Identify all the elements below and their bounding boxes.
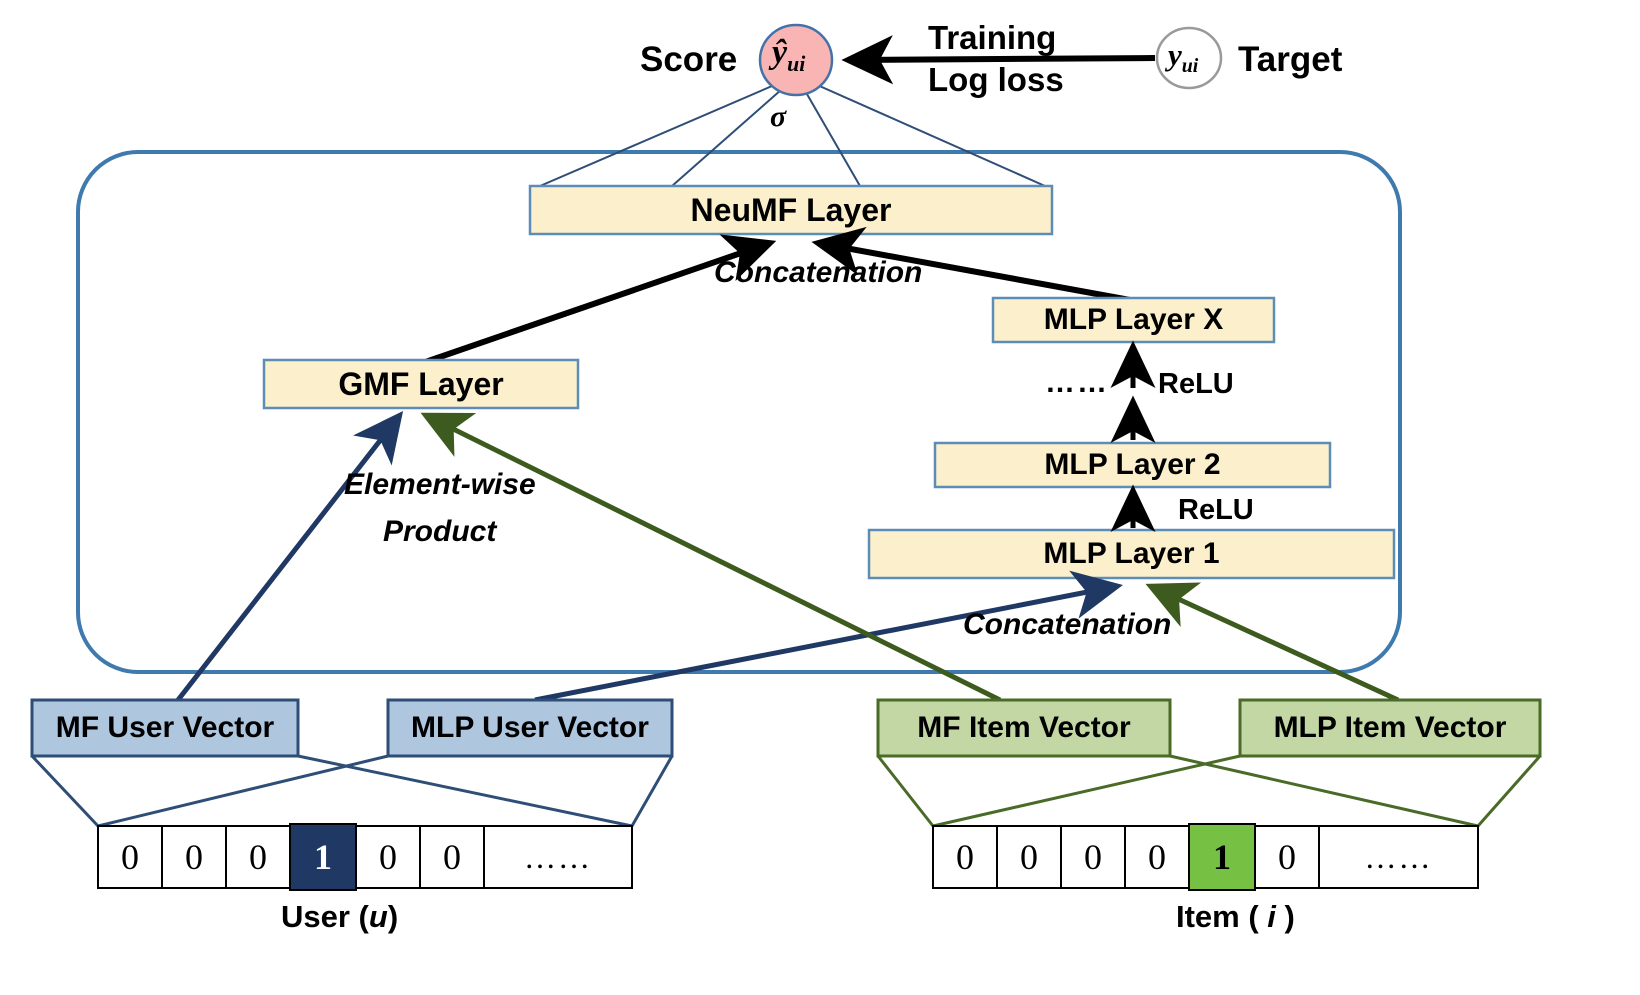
user-onehot-cells[interactable] xyxy=(97,823,633,891)
target-label: Target xyxy=(1238,40,1343,79)
user-cell-2[interactable]: 0 xyxy=(249,837,267,877)
user-cell-5[interactable]: 0 xyxy=(443,837,461,877)
score-node-circle[interactable] xyxy=(758,23,834,97)
mlp-layer-2-label: MLP Layer 2 xyxy=(1044,448,1221,481)
target-node-subscript: ui xyxy=(1181,55,1199,78)
item-cell-3[interactable]: 0 xyxy=(1148,837,1166,877)
neumf-to-score-fan xyxy=(539,79,1046,187)
item-caption-word: Item ( xyxy=(1176,899,1268,934)
user-cell-0[interactable]: 0 xyxy=(121,837,139,877)
mlp-stack-ellipsis: …… xyxy=(1045,366,1109,399)
model-container-outline xyxy=(76,150,1402,674)
item-onehot-fan xyxy=(876,754,1542,828)
mlp-item-to-mlp1-arrow xyxy=(1145,582,1400,703)
training-loss-line1: Training xyxy=(928,19,1057,56)
user-onehot-fan xyxy=(30,754,674,828)
user-caption-variable: u xyxy=(368,899,388,934)
mf-user-vector-label: MF User Vector xyxy=(55,711,275,744)
mlp-layer-1-box[interactable] xyxy=(867,528,1396,580)
mlp-user-to-mlp1-arrow xyxy=(534,570,1123,703)
neumf-layer-box[interactable] xyxy=(528,184,1054,236)
item-caption-close: ) xyxy=(1275,899,1295,934)
score-label: Score xyxy=(640,40,738,79)
gmf-layer-box[interactable] xyxy=(262,358,580,410)
concatenation-bottom-label: Concatenation xyxy=(963,608,1172,641)
training-loss-arrow xyxy=(841,35,1156,85)
relu-label-upper: ReLU xyxy=(1158,368,1234,400)
mf-item-vector-label: MF Item Vector xyxy=(917,711,1131,744)
mf-item-to-gmf-arrow xyxy=(420,412,1002,703)
gmf-to-neumf-arrow xyxy=(407,234,777,371)
mlp-layer-x-box[interactable] xyxy=(991,296,1276,344)
mlp-item-vector-box[interactable] xyxy=(1238,698,1542,758)
gmf-layer-label: GMF Layer xyxy=(338,365,504,402)
item-cell-0[interactable]: 0 xyxy=(956,837,974,877)
mlp-layer-1-label: MLP Layer 1 xyxy=(1043,537,1220,570)
sigma-label: σ xyxy=(770,100,787,133)
mlpx-to-neumf-arrow xyxy=(811,226,1131,303)
concatenation-top-label: Concatenation xyxy=(714,256,923,289)
training-loss-line2: Log loss xyxy=(928,61,1064,98)
score-node-subscript: ui xyxy=(787,51,806,76)
item-input-caption: Item ( i ) xyxy=(1176,899,1295,935)
neumf-layer-label: NeuMF Layer xyxy=(690,191,892,228)
user-caption-word: User ( xyxy=(281,899,369,934)
mf-user-to-gmf-arrow xyxy=(176,411,404,702)
mf-user-vector-box[interactable] xyxy=(30,698,300,758)
element-wise-label-line1: Element-wise xyxy=(344,468,536,501)
score-node-glyph: ŷui xyxy=(772,34,805,76)
item-cell-5[interactable]: 0 xyxy=(1278,837,1296,877)
item-cell-1[interactable]: 0 xyxy=(1020,837,1038,877)
mlp-layer-2-box[interactable] xyxy=(933,441,1332,489)
target-node-circle[interactable] xyxy=(1155,26,1223,90)
mlp-user-vector-box[interactable] xyxy=(386,698,674,758)
score-node-symbol: ŷ xyxy=(772,34,788,71)
user-input-caption: User (u) xyxy=(281,899,399,935)
user-cell-4[interactable]: 0 xyxy=(379,837,397,877)
user-cell-3-hot[interactable]: 1 xyxy=(314,837,332,877)
item-onehot-cells[interactable] xyxy=(932,823,1479,891)
user-cell-ellipsis: …… xyxy=(524,838,592,875)
element-wise-label-line2: Product xyxy=(383,515,497,548)
target-node-glyph: yui xyxy=(1168,37,1199,78)
item-cell-4-hot[interactable]: 1 xyxy=(1213,837,1231,877)
item-caption-variable: i xyxy=(1267,899,1276,934)
target-node-symbol: y xyxy=(1168,37,1182,72)
mlp-item-vector-label: MLP Item Vector xyxy=(1273,711,1507,744)
item-cell-2[interactable]: 0 xyxy=(1084,837,1102,877)
relu-label-lower: ReLU xyxy=(1178,494,1254,526)
mlp-layer-x-label: MLP Layer X xyxy=(1043,303,1224,336)
mlp-user-vector-label: MLP User Vector xyxy=(411,711,649,744)
user-cell-1[interactable]: 0 xyxy=(185,837,203,877)
user-caption-close: ) xyxy=(387,899,399,934)
mf-item-vector-box[interactable] xyxy=(876,698,1172,758)
item-cell-ellipsis: …… xyxy=(1364,838,1433,875)
